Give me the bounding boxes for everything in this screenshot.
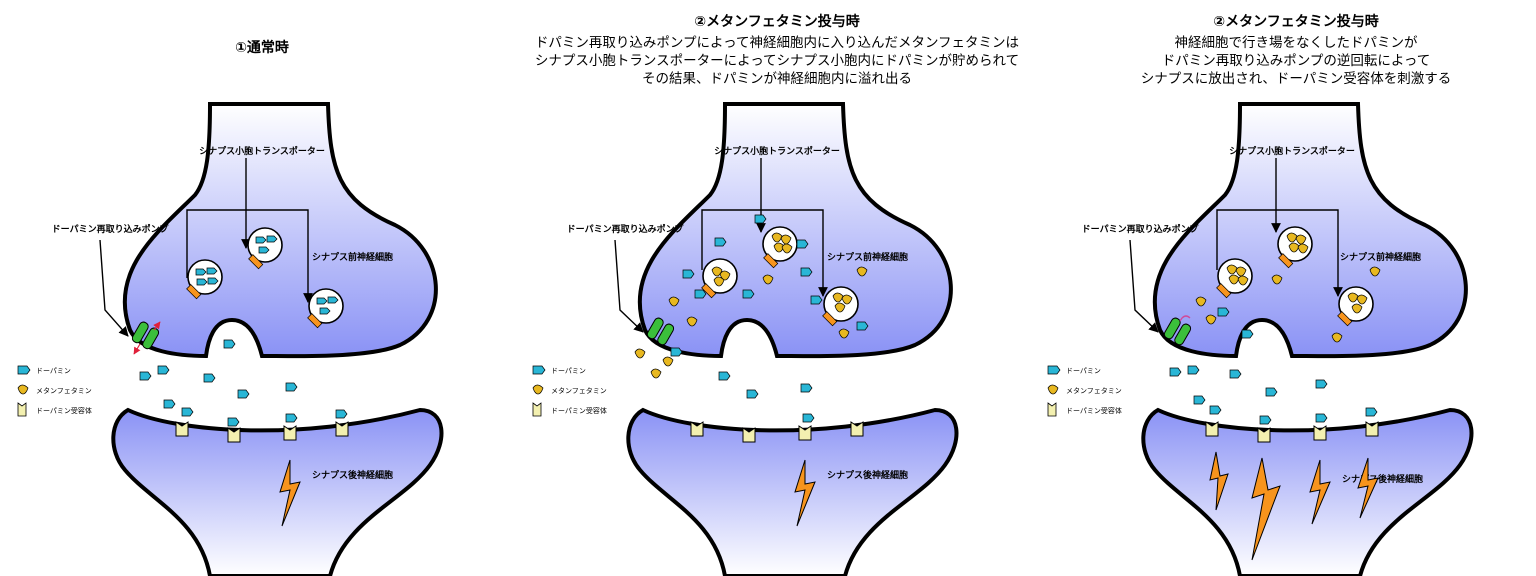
legend-methamphetamine-icon	[17, 384, 29, 395]
intracellular-methamphetamine	[668, 266, 868, 339]
lightning-icon	[1251, 457, 1281, 561]
presynaptic-neuron	[122, 102, 438, 359]
panel-title: ②メタンフェタミン投与時	[1213, 13, 1378, 30]
label-postsynaptic: シナプス後神経細胞	[827, 469, 908, 481]
lightning-icons	[1209, 451, 1379, 561]
label-vesicle-transporter: シナプス小胞トランスポーター	[199, 145, 325, 157]
intracellular-dopamine	[1217, 307, 1230, 317]
legend-dopamine-icon	[1047, 365, 1061, 375]
reuptake-pump-icon	[131, 321, 161, 355]
panel-description-line: シナプスに放出され、ドーパミン受容体を刺激する	[1141, 70, 1452, 87]
pump-arrow	[99, 239, 129, 337]
lightning-icon	[794, 459, 816, 527]
legend-receptor-icon	[532, 402, 542, 417]
legend-dopamine: ドーパミン	[36, 367, 71, 375]
reuptake-pump-icon	[1163, 315, 1192, 346]
panel-description-line: シナプス小胞トランスポーターによってシナプス小胞内にドパミンが貯められて	[535, 53, 1019, 69]
synaptic-dopamine	[1169, 329, 1378, 425]
label-presynaptic: シナプス前神経細胞	[827, 251, 908, 263]
vesicle	[1337, 286, 1374, 327]
label-postsynaptic: シナプス後神経細胞	[312, 469, 393, 481]
legend-receptor: ドーパミン受容体	[551, 406, 607, 415]
lightning-icon	[1309, 459, 1331, 525]
label-reuptake-pump: ドーパミン再取り込みポンプ	[52, 223, 170, 235]
panel-description-line: ドパミン再取り込みポンプの逆回転によって	[1162, 53, 1431, 69]
label-postsynaptic: シナプス後神経細胞	[1342, 473, 1423, 485]
presynaptic-neuron	[637, 102, 953, 359]
lightning-icon	[1209, 451, 1229, 511]
panel-3: ②メタンフェタミン投与時 神経細胞で行き場をなくしたドパミンが ドパミン再取り込…	[1047, 13, 1474, 576]
vesicle-transporter-icon	[1278, 253, 1294, 269]
presynaptic-neuron	[1152, 102, 1468, 359]
pump-arrow	[614, 239, 644, 333]
panel-description-line: ドパミン再取り込みポンプによって神経細胞内に入り込んだメタンフェタミンは	[535, 35, 1019, 51]
panel-2: ②メタンフェタミン投与時 ドパミン再取り込みポンプによって神経細胞内に入り込んだ…	[532, 13, 1019, 576]
label-reuptake-pump: ドーパミン再取り込みポンプ	[567, 223, 685, 235]
lightning-icon	[1357, 457, 1379, 519]
legend: ドーパミン メタンフェタミン ドーパミン受容体	[532, 365, 607, 417]
reuptake-pump-icon	[646, 317, 675, 346]
dopamine-receptors	[690, 421, 864, 443]
vesicle	[762, 226, 798, 269]
legend-dopamine: ドーパミン	[1066, 367, 1101, 375]
vesicle-transporter-icon	[1337, 311, 1353, 327]
legend: ドーパミン メタンフェタミン ドーパミン受容体	[17, 365, 92, 417]
synaptic-dopamine	[139, 339, 348, 427]
legend-receptor-icon	[1047, 402, 1057, 417]
intracellular-methamphetamine	[1195, 266, 1381, 343]
dopamine-receptors	[175, 421, 349, 443]
postsynaptic-neuron	[1141, 407, 1474, 576]
label-reuptake-pump: ドーパミン再取り込みポンプ	[1082, 223, 1200, 235]
vesicle-transporter-icon	[1216, 283, 1232, 299]
transporter-arrows	[186, 158, 313, 303]
label-presynaptic: シナプス前神経細胞	[1340, 251, 1421, 263]
intracellular-dopamine	[682, 214, 869, 331]
label-vesicle-transporter: シナプス小胞トランスポーター	[1229, 145, 1355, 157]
legend-dopamine: ドーパミン	[551, 367, 586, 375]
legend-receptor-icon	[17, 402, 27, 417]
panel-title: ②メタンフェタミン投与時	[694, 13, 859, 30]
postsynaptic-neuron	[111, 407, 444, 576]
label-presynaptic: シナプス前神経細胞	[312, 251, 393, 263]
vesicle	[1277, 226, 1313, 269]
panel-description-line: その結果、ドパミンが神経細胞内に溢れ出る	[642, 71, 912, 87]
synaptic-methamphetamine	[634, 348, 674, 379]
label-vesicle-transporter: シナプス小胞トランスポーター	[714, 145, 840, 157]
vesicle-transporter-icon	[822, 311, 838, 327]
synaptic-dopamine	[670, 347, 815, 423]
panel-description-line: 神経細胞で行き場をなくしたドパミンが	[1175, 35, 1418, 51]
legend-methamphetamine: メタンフェタミン	[36, 386, 92, 395]
vesicle	[822, 286, 859, 327]
legend-receptor: ドーパミン受容体	[36, 406, 92, 415]
legend-methamphetamine-icon	[532, 384, 544, 395]
legend-methamphetamine-icon	[1047, 384, 1059, 395]
vesicle	[186, 259, 223, 300]
vesicle-transporter-icon	[701, 283, 717, 299]
vesicle	[247, 227, 283, 270]
legend-dopamine-icon	[17, 365, 31, 375]
pump-arrow	[1129, 239, 1159, 333]
postsynaptic-neuron	[626, 407, 959, 576]
legend: ドーパミン メタンフェタミン ドーパミン受容体	[1047, 365, 1122, 417]
vesicle	[1216, 258, 1253, 299]
vesicle	[701, 258, 738, 299]
vesicle-transporter-icon	[248, 254, 264, 270]
legend-methamphetamine: メタンフェタミン	[551, 386, 607, 395]
vesicle-transporter-icon	[763, 253, 779, 269]
vesicle-transporter-icon	[186, 284, 202, 300]
dopamine-receptors	[1205, 421, 1379, 443]
legend-receptor: ドーパミン受容体	[1066, 406, 1122, 415]
vesicle-transporter-icon	[307, 313, 323, 329]
legend-dopamine-icon	[532, 365, 546, 375]
panel-title: ①通常時	[235, 39, 289, 56]
vesicle	[307, 288, 344, 329]
panel-1: ①通常時 シナプス小胞トランスポーター ドーパミン再取り込みポンプ シナプス前神…	[17, 39, 444, 576]
legend-methamphetamine: メタンフェタミン	[1066, 386, 1122, 395]
lightning-icon	[279, 459, 301, 527]
transporter-arrows	[1216, 158, 1343, 297]
